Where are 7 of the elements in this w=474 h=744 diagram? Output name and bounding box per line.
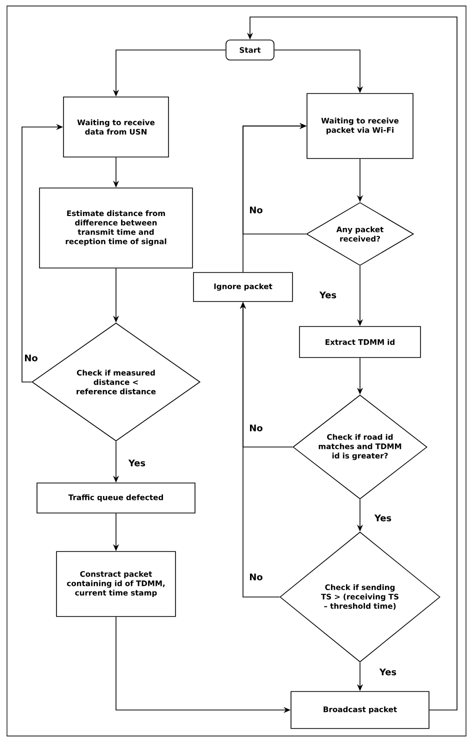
edge-label: No: [248, 206, 264, 214]
edge-label: Yes: [318, 290, 338, 300]
edge-label: Yes: [378, 668, 398, 676]
edge-label: No: [248, 424, 264, 432]
edge-label: Yes: [127, 458, 147, 468]
edge-label: No: [248, 572, 264, 582]
edge-label: Yes: [373, 514, 393, 522]
